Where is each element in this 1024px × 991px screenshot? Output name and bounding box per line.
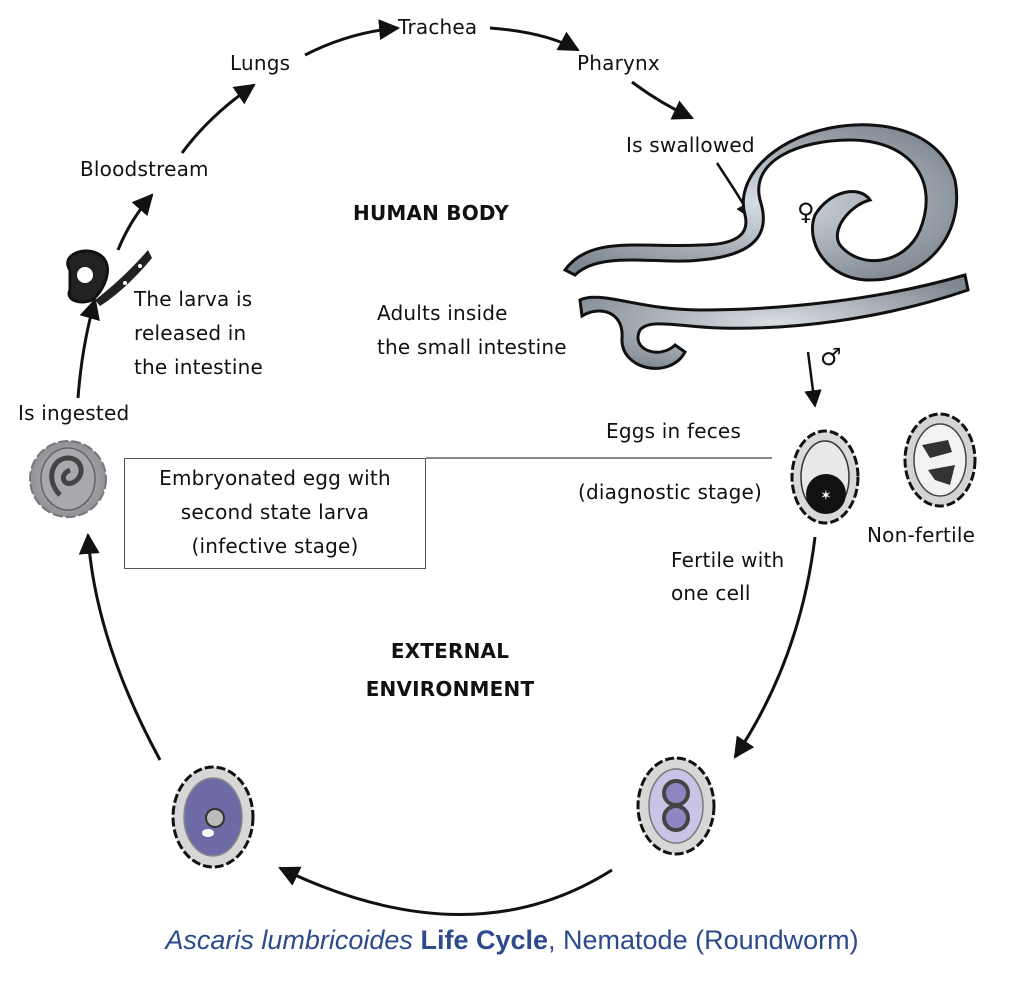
arrow-lungs-to-trachea	[304, 19, 401, 57]
female-symbol: ♀	[797, 198, 815, 226]
figure-caption: Ascaris lumbricoides Life Cycle, Nematod…	[0, 925, 1024, 956]
infective-stage-box: Embryonated egg with second state larva …	[124, 458, 426, 569]
label-bloodstream: Bloodstream	[80, 157, 209, 181]
caption-life-cycle: Life Cycle	[420, 925, 549, 955]
male-symbol: ♂	[820, 343, 842, 371]
label-trachea: Trachea	[398, 15, 478, 39]
arrow-embryonated-to-infective	[78, 532, 162, 761]
egg-fertile-one-cell: ✶	[790, 429, 860, 525]
cycle-arrows	[76, 19, 822, 916]
label-is-ingested: Is ingested	[18, 401, 130, 425]
region-human-body: HUMAN BODY	[353, 201, 509, 225]
region-external-1: EXTERNAL	[390, 639, 510, 663]
egg-infective	[29, 440, 107, 518]
label-larva-released-2: released in	[134, 321, 247, 345]
label-lungs: Lungs	[230, 51, 291, 75]
arrow-developing-to-embryonated	[278, 866, 613, 916]
label-diagnostic-stage: (diagnostic stage)	[578, 480, 763, 504]
label-embryonated-1: Embryonated egg with	[159, 466, 391, 490]
arrow-pharynx-to-swallowed	[631, 80, 694, 120]
label-fertile-1: Fertile with	[671, 548, 785, 572]
label-embryonated-2: second state larva	[180, 500, 370, 524]
label-larva-released-1: The larva is	[134, 287, 253, 311]
arrow-fertile-to-developing	[733, 536, 817, 759]
caption-species: Ascaris lumbricoides	[165, 925, 413, 955]
larva-illustration	[66, 249, 152, 306]
arrow-adult-to-eggs	[804, 351, 822, 408]
label-pharynx: Pharynx	[577, 51, 660, 75]
label-adults-1: Adults inside	[377, 301, 508, 325]
label-eggs-in-feces: Eggs in feces	[606, 419, 742, 443]
label-fertile-2: one cell	[671, 581, 751, 605]
label-adults-2: the small intestine	[377, 335, 567, 359]
region-external-2: ENVIRONMENT	[365, 677, 535, 701]
caption-rest: , Nematode (Roundworm)	[548, 925, 859, 955]
svg-text:✶: ✶	[820, 488, 832, 504]
egg-developing	[636, 756, 716, 856]
label-larva-released-3: the intestine	[134, 355, 263, 379]
egg-embryonated	[171, 765, 255, 869]
male-worm	[578, 273, 970, 370]
arrow-trachea-to-pharynx	[489, 26, 580, 52]
adult-worms-illustration	[562, 123, 970, 370]
label-is-swallowed: Is swallowed	[626, 133, 755, 157]
arrow-ingested-to-larva	[76, 297, 100, 399]
arrow-bloodstream-to-lungs	[180, 83, 256, 154]
label-embryonated-3: (infective stage)	[191, 534, 359, 558]
label-non-fertile: Non-fertile	[867, 523, 976, 547]
egg-non-fertile	[903, 412, 977, 508]
arrow-larva-to-bloodstream	[116, 193, 154, 251]
female-worm	[562, 123, 959, 282]
